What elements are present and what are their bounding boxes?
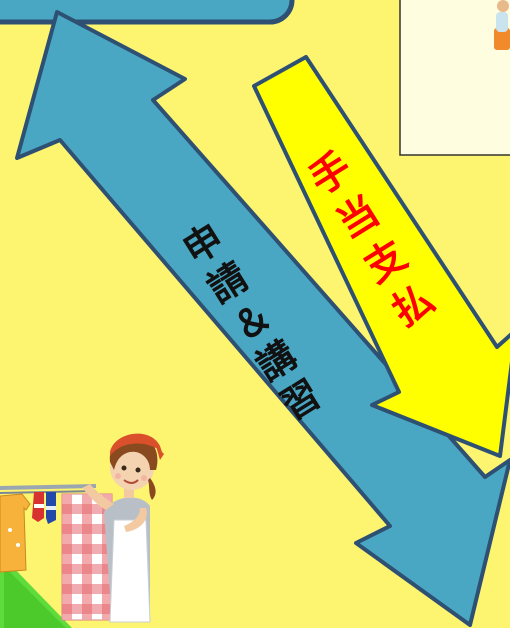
top-left-box bbox=[0, 0, 295, 25]
person-icon bbox=[494, 0, 510, 50]
top-right-box bbox=[399, 0, 510, 156]
laundry-illustration bbox=[0, 484, 113, 621]
green-triangle bbox=[0, 560, 72, 628]
single-arrow bbox=[252, 55, 510, 458]
checkered-towel bbox=[61, 493, 113, 621]
double-arrow bbox=[15, 10, 510, 627]
woman-hanging-laundry-illustration bbox=[82, 433, 164, 623]
